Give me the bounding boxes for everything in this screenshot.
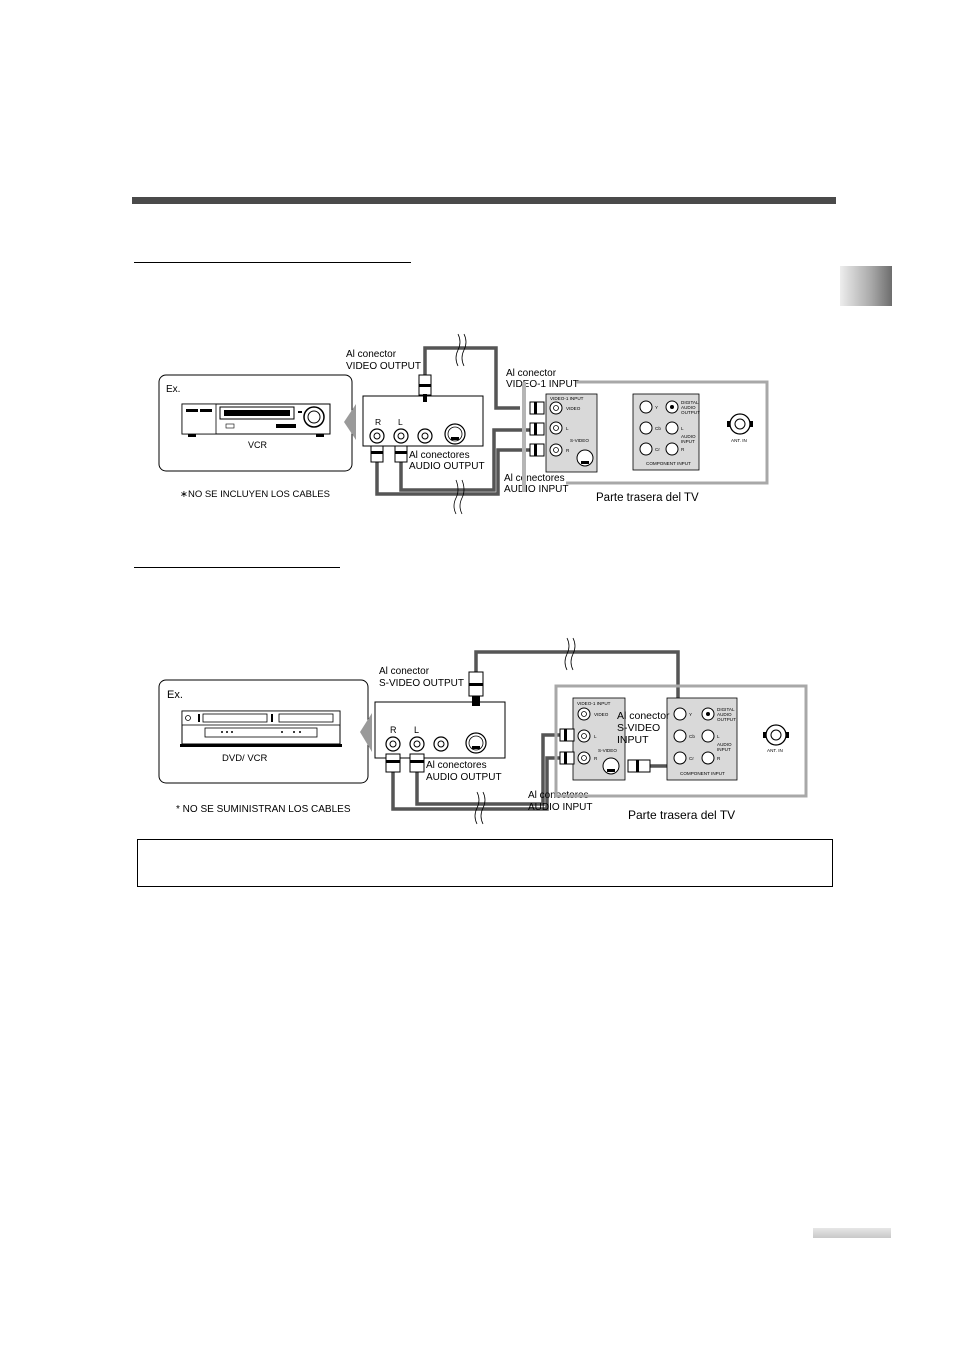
cables-note-1: ∗NO SE INCLUYEN LOS CABLES (180, 489, 330, 500)
tv-comp-r: R (681, 447, 685, 452)
tv-back-label-1: Parte trasera del TV (596, 492, 699, 504)
tv2-r-label: R (594, 756, 598, 761)
tv2-video1-label: VIDEO-1 INPUT (577, 701, 611, 706)
label-video1-input-1: Al conector (506, 368, 557, 379)
tv-back-label-2: Parte trasera del TV (628, 808, 735, 822)
tv-component-label: COMPONENT INPUT (646, 461, 691, 466)
device-name-dvd-vcr: DVD/ VCR (222, 753, 268, 764)
tv2-digital-2: AUDIO (717, 712, 732, 717)
vcr-illustration (181, 403, 331, 437)
label-video-output-2: VIDEO OUTPUT (346, 361, 421, 372)
label-audio-input-2: AUDIO INPUT (504, 484, 568, 495)
tv2-l-label: L (594, 734, 597, 739)
tv-comp-l: L (681, 426, 684, 431)
tv2-audio-input-2: INPUT (717, 747, 731, 752)
tv2-cb-label: Cb (689, 734, 695, 739)
pointer-triangle (344, 404, 356, 440)
label-svideo-input-3: INPUT (617, 734, 649, 746)
tv-back-outline (566, 380, 769, 485)
tv-audio-input-2: INPUT (681, 439, 695, 444)
heading-underline-1 (134, 262, 411, 263)
page-number-tab (813, 1228, 891, 1238)
tv2-cr-label: Cr (689, 756, 694, 761)
tv2-audio-input-1: AUDIO (717, 742, 732, 747)
tv-back-outline-2 (554, 684, 808, 798)
label-audio-input-1: Al conectores (504, 473, 565, 484)
ex-label: Ex. (166, 384, 180, 395)
label-svideo-output-2: S-VIDEO OUTPUT (379, 678, 464, 689)
tv-cr-label: Cr (655, 447, 660, 452)
jack-r-label: R (375, 417, 381, 427)
label-svideo-input-1: Al conector (617, 710, 670, 722)
tv-ant-in-label: ANT. IN (731, 438, 747, 443)
note-box (137, 839, 833, 887)
tv-svideo-label: S-VIDEO (570, 438, 589, 443)
label-audio-input-2b: AUDIO INPUT (528, 802, 592, 813)
heading-underline-2 (134, 567, 340, 568)
cables-1 (375, 346, 535, 496)
tv2-y-label: Y (689, 712, 692, 717)
tv-audio-input-1: AUDIO (681, 434, 696, 439)
jack-l-label: L (398, 417, 403, 427)
pointer-triangle-2 (360, 713, 372, 752)
tv-r-label: R (566, 448, 570, 453)
label-svideo-input-2: S-VIDEO (617, 722, 660, 734)
tv-l-label: L (566, 426, 569, 431)
label-audio-output-2: AUDIO OUTPUT (409, 461, 485, 472)
cables-note-2: * NO SE SUMINISTRAN LOS CABLES (176, 804, 351, 815)
tv2-video-label: VIDEO (594, 712, 609, 717)
label-audio-output-1: Al conectores (409, 450, 470, 461)
tv-digital-1: DIGITAL (681, 400, 699, 405)
label-svideo-output-1: Al conector (379, 666, 430, 677)
tv-digital-2: AUDIO (681, 405, 696, 410)
label-audio-output-2a: Al conectores (426, 760, 487, 771)
section-header-bar (132, 197, 836, 204)
ex-label-2: Ex. (167, 689, 183, 701)
label-audio-output-2b: AUDIO OUTPUT (426, 772, 502, 783)
dvd-vcr-illustration (180, 710, 342, 747)
tv2-ant-in-label: ANT. IN (767, 748, 783, 753)
tv2-comp-r: R (717, 756, 721, 761)
jack-r-label-2: R (390, 725, 397, 735)
tv-y-label: Y (655, 405, 658, 410)
tv-digital-3: OUTPUT (681, 410, 700, 415)
tv2-digital-1: DIGITAL (717, 707, 735, 712)
tv-video1-label: VIDEO-1 INPUT (550, 396, 584, 401)
tv-video-label: VIDEO (566, 406, 581, 411)
tv2-comp-l: L (717, 734, 720, 739)
device-name-vcr: VCR (248, 440, 268, 450)
chapter-side-tab (840, 266, 892, 306)
tv2-digital-3: OUTPUT (717, 717, 736, 722)
tv2-svideo-label: S-VIDEO (598, 748, 617, 753)
label-video1-input-2: VIDEO-1 INPUT (506, 379, 579, 390)
label-video-output-1: Al conector (346, 349, 397, 360)
jack-l-label-2: L (414, 725, 419, 735)
tv2-component-label: COMPONENT INPUT (680, 771, 725, 776)
tv-cb-label: Cb (655, 426, 661, 431)
